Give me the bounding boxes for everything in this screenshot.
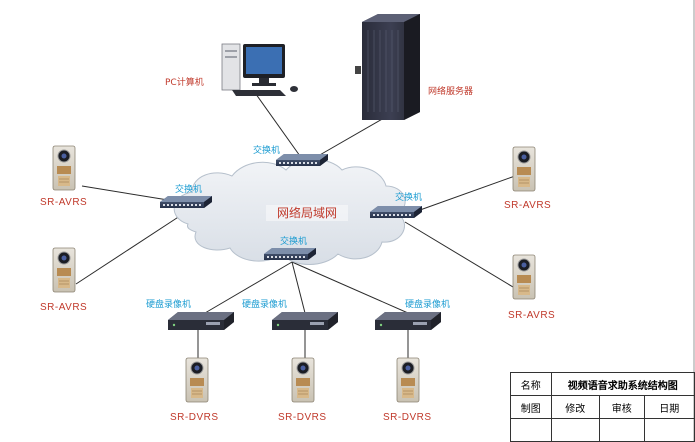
modify-value-cell bbox=[550, 418, 601, 442]
dvrs-right-label: SR-DVRS bbox=[383, 412, 432, 423]
network-label: 网络局域网 bbox=[266, 205, 348, 221]
switch-bottom-icon bbox=[264, 248, 316, 260]
dvr-left-icon bbox=[168, 312, 234, 330]
name-header: 名称 bbox=[510, 372, 552, 396]
pc-computer-icon bbox=[221, 43, 298, 96]
switch-bottom-label: 交换机 bbox=[280, 237, 308, 247]
avrs-terminal-top-left-icon bbox=[52, 145, 76, 191]
drawn-header: 制图 bbox=[510, 395, 552, 419]
switch-left-icon bbox=[160, 196, 212, 208]
avrs-bottom-right-label: SR-AVRS bbox=[508, 310, 556, 321]
switch-top-icon bbox=[276, 154, 328, 166]
switch-right-icon bbox=[370, 206, 422, 218]
connection-lines bbox=[75, 89, 519, 360]
switch-top-label: 交换机 bbox=[253, 146, 281, 156]
dvr-middle-icon bbox=[272, 312, 338, 330]
drawn-value-cell bbox=[510, 418, 552, 442]
avrs-terminal-bottom-right-icon bbox=[512, 254, 536, 300]
modify-header: 修改 bbox=[550, 395, 601, 419]
network-server-icon bbox=[355, 14, 420, 120]
dvrs-terminal-left-icon bbox=[185, 357, 209, 403]
switch-left-label: 交换机 bbox=[175, 185, 203, 195]
switch-right-label: 交换机 bbox=[395, 193, 423, 203]
name-value: 视频语音求助系统结构图 bbox=[550, 372, 695, 396]
dvrs-left-label: SR-DVRS bbox=[170, 412, 219, 423]
review-header: 审核 bbox=[599, 395, 645, 419]
dvr-left-label: 硬盘录像机 bbox=[146, 300, 192, 310]
title-block: 名称 视频语音求助系统结构图 制图 修改 审核 日期 bbox=[510, 372, 695, 442]
avrs-bottom-left-label: SR-AVRS bbox=[40, 302, 88, 313]
dvrs-middle-label: SR-DVRS bbox=[278, 412, 327, 423]
review-value-cell bbox=[599, 418, 645, 442]
dvr-right-label: 硬盘录像机 bbox=[405, 300, 451, 310]
avrs-terminal-bottom-left-icon bbox=[52, 247, 76, 293]
avrs-top-left-label: SR-AVRS bbox=[40, 197, 88, 208]
server-label: 网络服务器 bbox=[428, 87, 474, 97]
dvr-middle-label: 硬盘录像机 bbox=[242, 300, 288, 310]
avrs-terminal-top-right-icon bbox=[512, 146, 536, 192]
date-value-cell bbox=[643, 418, 695, 442]
date-header: 日期 bbox=[643, 395, 695, 419]
dvr-right-icon bbox=[375, 312, 441, 330]
pc-label: PC计算机 bbox=[165, 78, 204, 88]
avrs-top-right-label: SR-AVRS bbox=[504, 200, 552, 211]
dvrs-terminal-right-icon bbox=[396, 357, 420, 403]
dvrs-terminal-middle-icon bbox=[291, 357, 315, 403]
